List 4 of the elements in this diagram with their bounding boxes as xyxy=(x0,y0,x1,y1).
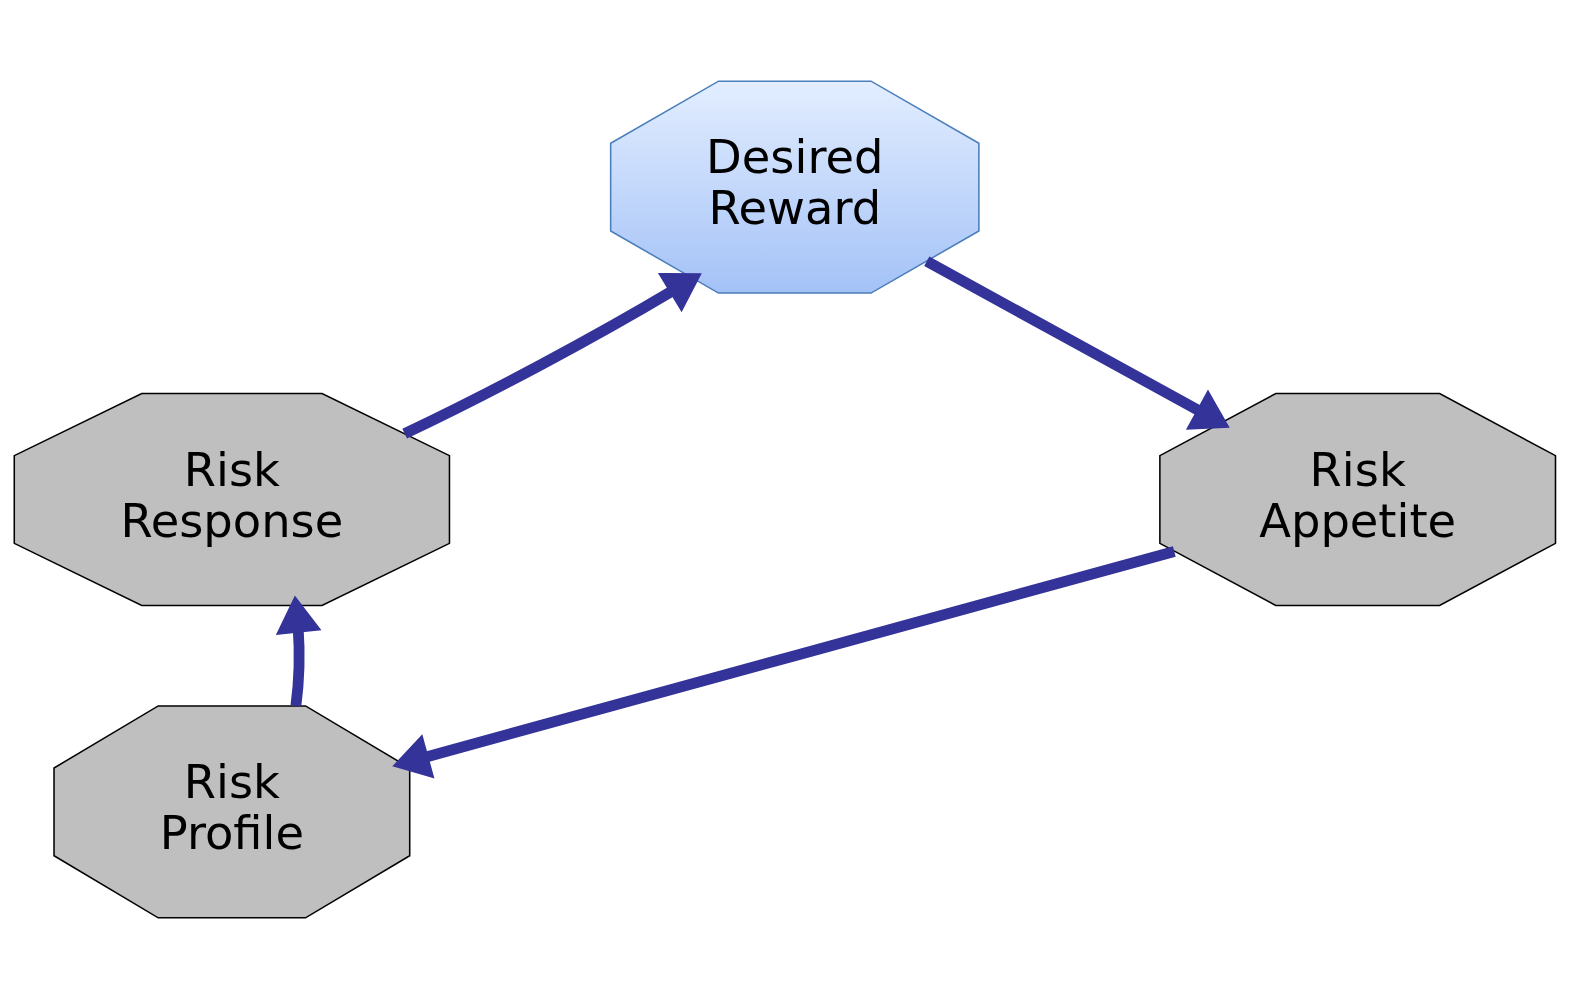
arrow xyxy=(275,595,322,707)
arrow xyxy=(392,546,1176,779)
arrow xyxy=(402,272,702,439)
arrow xyxy=(924,256,1230,430)
